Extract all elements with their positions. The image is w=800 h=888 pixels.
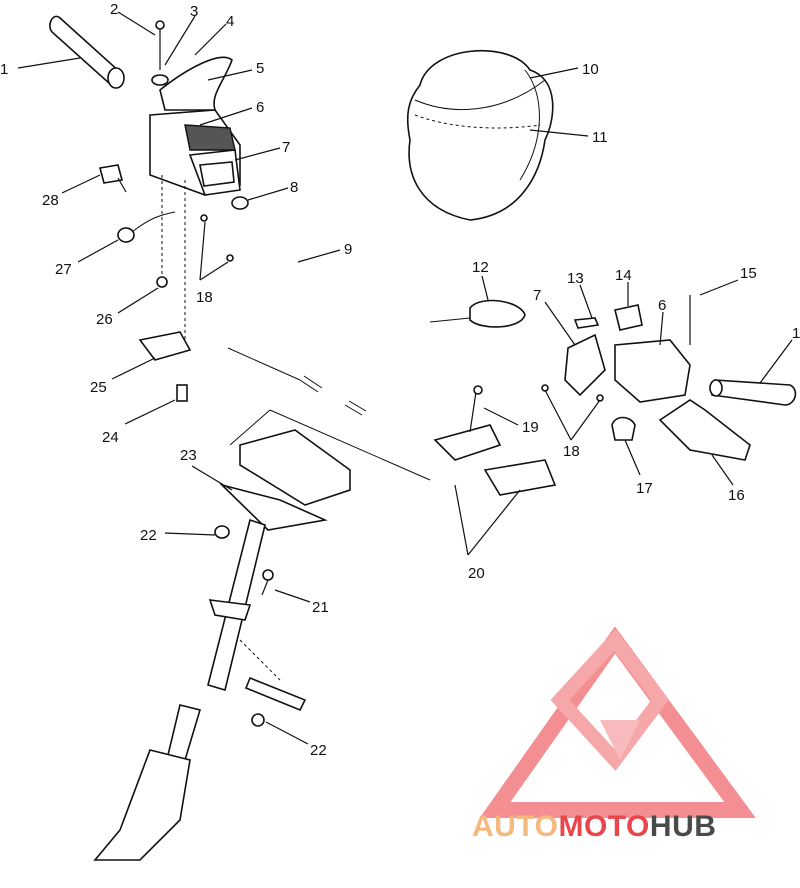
callout-7b: 7: [533, 287, 541, 304]
handlebar: [227, 200, 561, 427]
callout-20: 20: [468, 565, 485, 582]
callout-9: 9: [344, 241, 352, 258]
callout-27: 27: [55, 261, 72, 278]
right-parts: [429, 295, 797, 461]
callout-13: 13: [567, 270, 584, 287]
callout-1b: 1: [792, 325, 800, 342]
watermark-text: AUTOMOTOHUB: [472, 810, 716, 843]
callout-6a: 6: [256, 99, 264, 116]
left-grip: [49, 15, 125, 89]
watermark-auto: AUTO: [472, 810, 558, 843]
watermark-logo: [479, 626, 756, 818]
steering-post: [93, 483, 328, 861]
callout-25: 25: [90, 379, 107, 396]
callout-7a: 7: [282, 139, 290, 156]
callout-21: 21: [312, 599, 329, 616]
callout-19: 19: [522, 419, 539, 436]
callout-8: 8: [290, 179, 298, 196]
callout-18b: 18: [563, 443, 580, 460]
watermark-hub: HUB: [650, 810, 717, 843]
watermark-moto: MOTO: [558, 810, 649, 843]
callout-2: 2: [110, 1, 118, 18]
callout-26: 26: [96, 311, 113, 328]
throttle-lever: [151, 20, 233, 111]
callout-28: 28: [42, 192, 59, 209]
callout-12: 12: [472, 259, 489, 276]
callout-4: 4: [226, 13, 234, 30]
callout-22b: 22: [310, 742, 327, 759]
callout-5: 5: [256, 60, 264, 77]
callout-22a: 22: [140, 527, 157, 544]
callout-labels: 1 2 3 4 5 6 7 8 9 10 11 12 13 14 15 1 7 …: [0, 1, 800, 759]
callout-15: 15: [740, 265, 757, 282]
headlight-assembly: [406, 50, 554, 221]
callout-1a: 1: [0, 61, 8, 78]
left-switch-housing: [149, 109, 241, 196]
left-small-parts: [99, 164, 249, 402]
callout-24: 24: [102, 429, 119, 446]
callout-18a: 18: [196, 289, 213, 306]
callout-23: 23: [180, 447, 197, 464]
callout-17: 17: [636, 480, 653, 497]
callout-16: 16: [728, 487, 745, 504]
callout-3: 3: [190, 3, 198, 20]
callout-6b: 6: [658, 297, 666, 314]
callout-14: 14: [615, 267, 632, 284]
callout-10: 10: [582, 61, 599, 78]
callout-11: 11: [592, 129, 608, 146]
handlebar-clamps: [229, 385, 557, 506]
leader-lines: [17, 11, 793, 745]
